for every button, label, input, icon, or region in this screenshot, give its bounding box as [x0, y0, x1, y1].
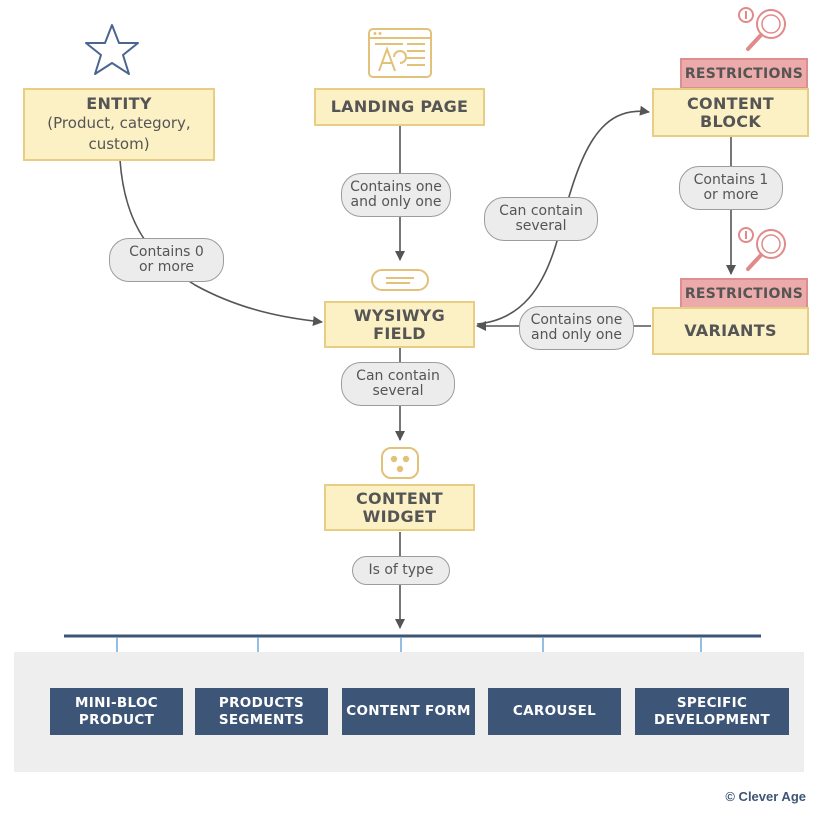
content-block-node: CONTENT BLOCK	[652, 88, 809, 137]
entity-node: ENTITY (Product, category, custom)	[23, 88, 215, 161]
star-icon	[85, 24, 139, 75]
wysiwyg-line2: FIELD	[373, 323, 426, 343]
entity-title: ENTITY	[86, 93, 152, 113]
content-block-line1: CONTENT	[687, 93, 774, 113]
edge-entity-to-wysiwyg	[119, 159, 323, 327]
edge-label-widget-type: Is of type	[352, 556, 450, 585]
type-label-line2: PRODUCT	[78, 711, 155, 728]
variants-title: VARIANTS	[684, 321, 777, 340]
edge-label-line1: Contains 0	[129, 244, 204, 260]
landing-page-node: LANDING PAGE	[314, 88, 485, 126]
type-label-line1: CAROUSEL	[512, 703, 597, 719]
type-label-line2: DEVELOPMENT	[653, 711, 771, 728]
wysiwyg-line1: WYSIWYG	[353, 305, 446, 325]
edge-label-block-variants: Contains 1 or more	[679, 166, 783, 210]
edge-label-line2: or more	[703, 187, 759, 203]
restrictions-badge: RESTRICTIONS	[680, 278, 808, 309]
type-label-line1: SPECIFIC	[676, 694, 748, 711]
edge-label-entity-wysiwyg: Contains 0 or more	[109, 238, 224, 282]
edge-label-line2: and only one	[531, 327, 622, 343]
restrictions-label: RESTRICTIONS	[684, 285, 804, 302]
text-field-icon	[371, 269, 429, 291]
content-block-line2: BLOCK	[699, 111, 762, 131]
type-label-line1: CONTENT FORM	[346, 703, 471, 719]
content-widget-line1: CONTENT	[356, 488, 443, 508]
type-label-line1: PRODUCTS	[218, 694, 305, 711]
type-label-line1: MINI-BLOC	[75, 694, 158, 711]
edge-label-line1: Contains one	[530, 312, 623, 328]
search-restriction-icon	[738, 227, 786, 271]
edge-label-landing-wysiwyg: Contains one and only one	[341, 173, 451, 217]
search-restriction-icon	[738, 7, 786, 51]
edge-label-line2: and only one	[350, 194, 442, 210]
edge-label-line2: or more	[138, 259, 195, 275]
edge-label-line1: Is of type	[368, 562, 434, 578]
content-widget-node: CONTENT WIDGET	[324, 484, 475, 531]
edge-label-line1: Can contain	[499, 203, 583, 219]
wysiwyg-field-node: WYSIWYG FIELD	[324, 301, 475, 348]
edge-label-wysiwyg-block: Can contain several	[484, 197, 598, 241]
type-products-segments: PRODUCTS SEGMENTS	[195, 688, 328, 735]
content-widget-line2: WIDGET	[362, 506, 437, 526]
restrictions-label: RESTRICTIONS	[684, 65, 804, 82]
widget-icon	[381, 447, 419, 479]
edge-label-line1: Contains one	[350, 179, 442, 195]
copyright-text: © Clever Age	[725, 789, 806, 804]
edge-label-line1: Contains 1	[693, 172, 769, 188]
type-label-line2: SEGMENTS	[218, 711, 305, 728]
edge-label-line2: several	[515, 218, 567, 234]
edge-label-variants-wysiwyg: Contains one and only one	[519, 306, 634, 350]
variants-node: VARIANTS	[652, 307, 809, 355]
edge-label-line1: Can contain	[356, 368, 440, 384]
restrictions-badge: RESTRICTIONS	[680, 58, 808, 89]
edge-label-wysiwyg-widget: Can contain several	[341, 362, 455, 406]
web-page-icon	[368, 28, 432, 78]
type-content-form: CONTENT FORM	[342, 688, 475, 735]
edge-label-line2: several	[372, 383, 424, 399]
entity-subtitle-line2: custom)	[88, 134, 150, 153]
type-carousel: CAROUSEL	[488, 688, 621, 735]
entity-subtitle-line1: (Product, category,	[47, 113, 191, 132]
type-specific-development: SPECIFIC DEVELOPMENT	[635, 688, 789, 735]
landing-page-title: LANDING PAGE	[330, 97, 469, 116]
type-mini-bloc-product: MINI-BLOC PRODUCT	[50, 688, 183, 735]
